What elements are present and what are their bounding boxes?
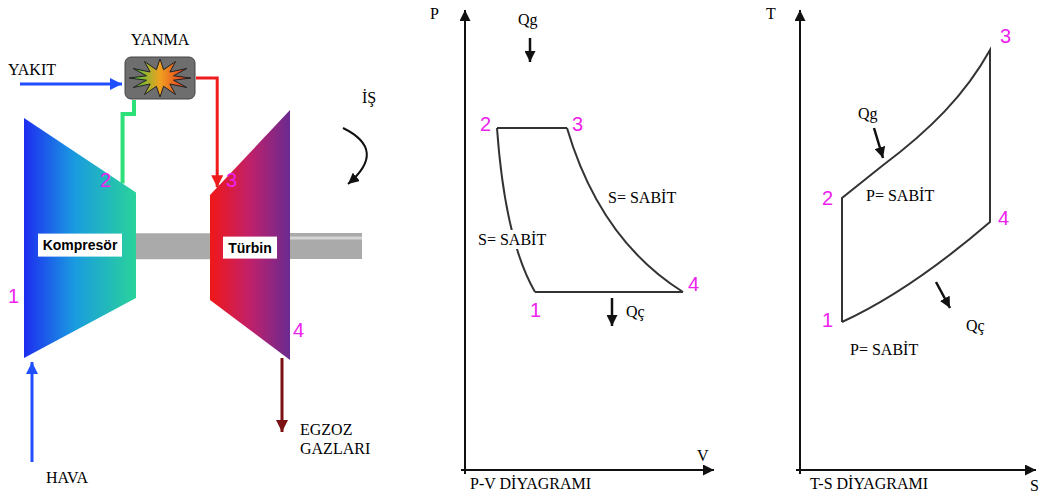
chamber-shape [124,56,196,100]
fuel-arrow [20,83,122,86]
work-arrow [343,128,367,184]
cycle-curve [842,50,990,322]
turbine: Türbin [210,110,290,360]
heat-arrow [936,282,950,308]
station-number: 2 [100,168,111,192]
air-arrow [31,362,34,462]
axis [796,469,1036,471]
axis [799,10,801,474]
axis-label: V [697,446,709,465]
text-holder: Türbin [210,236,290,259]
process-label: S= SABİT [608,188,676,207]
compressor: Kompresör [24,118,136,358]
heat-label: Qç [626,302,645,321]
flow-label: HAVA [46,468,88,487]
combustion-chamber: YANMA [116,30,204,102]
hot-gas-pipe [196,78,217,187]
process-label: P= SABİT [850,340,918,359]
state-number: 1 [822,308,833,332]
turbine-body [210,110,290,360]
heat-arrow [874,128,883,158]
exhaust-arrow [281,358,284,432]
heat-label: Qç [966,316,985,335]
process-label: S= SABİT [476,230,548,249]
axis [461,469,714,471]
shaft-extension [290,233,362,259]
heat-arrow [529,38,532,62]
axis [464,10,466,474]
state-number: 1 [530,298,541,322]
heat-label: Qg [518,10,538,29]
diagram-title: P-V DİYAGRAMI [470,474,591,493]
axis-label: S [1030,476,1039,495]
axis-label: T [766,4,776,23]
state-number: 3 [572,112,583,136]
machine-name: Kompresör [38,234,123,257]
state-number: 3 [1000,24,1011,48]
state-number: 4 [688,272,699,296]
axis-label: P [430,4,439,23]
state-number: 2 [480,112,491,136]
shaft [136,233,210,259]
flow-label: YAKIT [8,60,56,79]
state-number: 4 [998,206,1009,230]
work-label: İŞ [362,88,376,107]
heat-arrow [611,298,614,326]
flame-burst [129,59,191,97]
machine-name: Türbin [223,236,277,259]
chamber-body [125,57,195,99]
compressor-body [24,118,136,358]
station-number: 4 [293,318,304,342]
process-label: P= SABİT [866,186,934,205]
station-number: 1 [8,284,19,308]
flow-label: EGZOZ GAZLARI [300,420,390,458]
turbine-shape [210,110,290,360]
heat-label: Qg [858,104,878,123]
air-pipe [123,100,134,183]
node-heading: YANMA [116,30,204,49]
shaft-highlight [290,237,362,240]
cycle-curve [497,128,683,292]
station-number: 3 [226,168,237,192]
diagram-title: T-S DİYAGRAMI [810,474,928,493]
state-number: 2 [822,186,833,210]
text-holder: Kompresör [24,234,136,257]
